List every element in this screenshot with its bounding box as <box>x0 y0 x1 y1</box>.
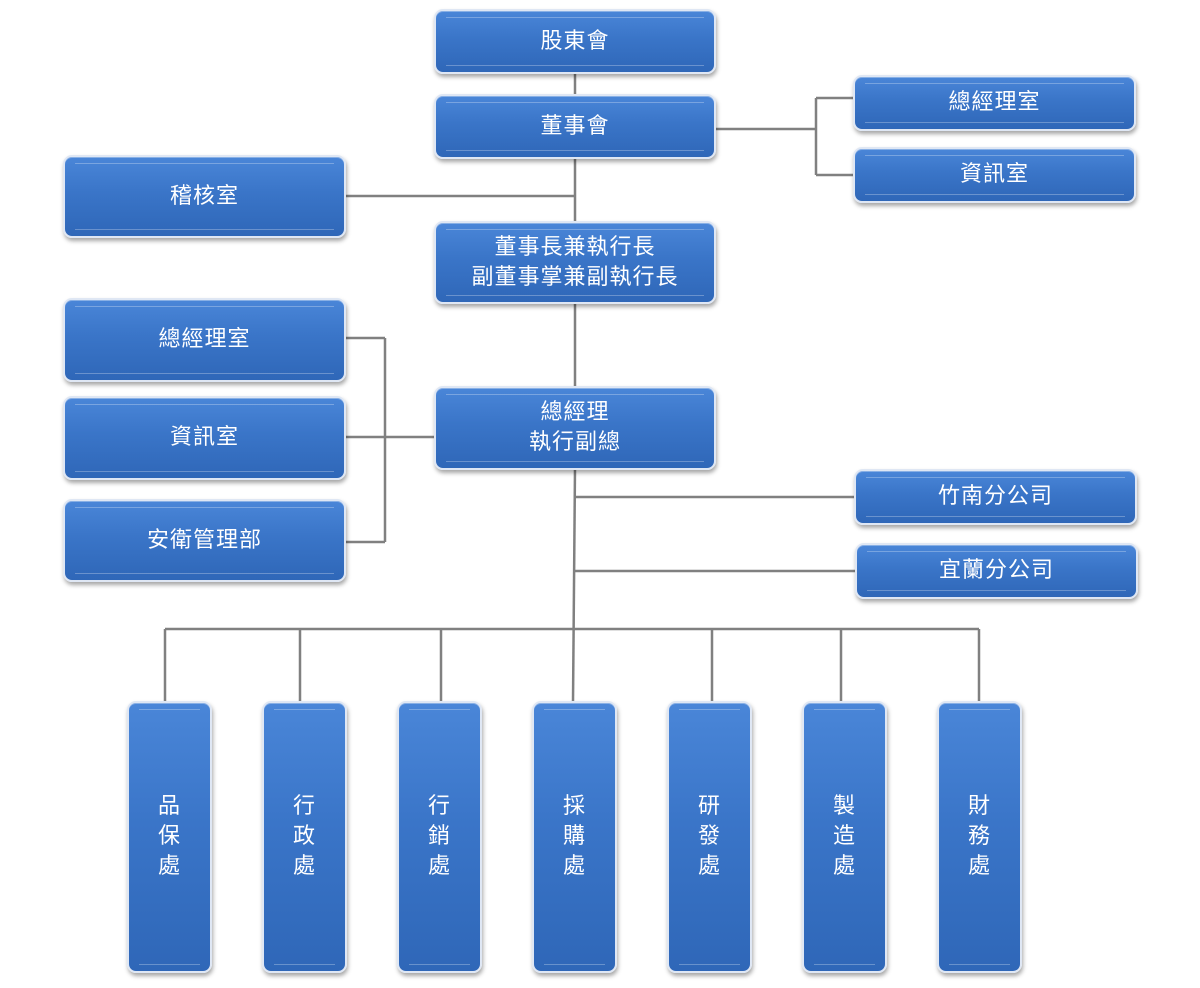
gm-box: 總經理 執行副總 <box>434 386 716 470</box>
dept-marketing-char: 銷 <box>427 824 451 849</box>
it-office-label: 資訊室 <box>169 425 239 450</box>
board-gm-office-box: 總經理室 <box>853 75 1136 131</box>
dept-admin-box: 行 政 處 <box>262 701 347 973</box>
yilan-branch-box: 宜蘭分公司 <box>855 543 1138 599</box>
dept-rnd-char: 處 <box>697 854 721 879</box>
board-gm-office-label: 總經理室 <box>948 90 1041 115</box>
zhunan-branch-label: 竹南分公司 <box>937 484 1053 509</box>
gm-label-line1: 總經理 <box>540 400 610 425</box>
dept-finance-char: 務 <box>967 824 991 849</box>
chairman-label-line1: 董事長兼執行長 <box>494 234 656 260</box>
audit-office-label: 稽核室 <box>169 183 239 209</box>
chairman-box: 董事長兼執行長 副董事掌兼副執行長 <box>434 221 716 304</box>
gm-label-line2: 執行副總 <box>528 430 621 455</box>
board-it-office-box: 資訊室 <box>853 147 1136 203</box>
dept-rnd-char: 發 <box>697 824 721 849</box>
dept-qa-box: 品 保 處 <box>127 701 212 973</box>
board-it-office-label: 資訊室 <box>959 162 1029 187</box>
gm-office-box: 總經理室 <box>63 298 346 382</box>
dept-rnd-char: 研 <box>697 794 721 819</box>
dept-qa-char: 品 <box>157 794 181 819</box>
dept-purchasing-char: 採 <box>562 794 586 819</box>
dept-admin-char: 行 <box>292 794 316 819</box>
shareholders-label: 股東會 <box>540 28 610 54</box>
yilan-branch-label: 宜蘭分公司 <box>938 558 1054 583</box>
safety-dept-label: 安衛管理部 <box>146 527 262 553</box>
gm-office-label: 總經理室 <box>158 327 251 352</box>
dept-marketing-char: 行 <box>427 794 451 819</box>
dept-finance-char: 財 <box>967 794 991 819</box>
dept-admin-char: 政 <box>292 824 316 849</box>
dept-manufacturing-char: 處 <box>832 854 856 879</box>
safety-dept-box: 安衛管理部 <box>63 499 346 582</box>
dept-qa-char: 處 <box>157 854 181 879</box>
dept-qa-char: 保 <box>157 824 181 849</box>
dept-finance-char: 處 <box>967 854 991 879</box>
dept-rnd-box: 研 發 處 <box>667 701 752 973</box>
dept-purchasing-char: 處 <box>562 854 586 879</box>
dept-finance-box: 財 務 處 <box>937 701 1022 973</box>
dept-purchasing-char: 購 <box>562 824 586 849</box>
board-label: 董事會 <box>540 113 610 139</box>
chairman-label-line2: 副董事掌兼副執行長 <box>471 264 679 290</box>
dept-manufacturing-box: 製 造 處 <box>802 701 887 973</box>
zhunan-branch-box: 竹南分公司 <box>854 469 1137 525</box>
it-office-box: 資訊室 <box>63 396 346 480</box>
dept-manufacturing-char: 造 <box>832 824 856 849</box>
audit-office-box: 稽核室 <box>63 155 346 238</box>
dept-marketing-char: 處 <box>427 854 451 879</box>
dept-marketing-box: 行 銷 處 <box>397 701 482 973</box>
dept-admin-char: 處 <box>292 854 316 879</box>
dept-purchasing-box: 採 購 處 <box>532 701 617 973</box>
shareholders-box: 股東會 <box>434 9 716 74</box>
dept-manufacturing-char: 製 <box>832 794 856 819</box>
board-box: 董事會 <box>434 94 716 159</box>
